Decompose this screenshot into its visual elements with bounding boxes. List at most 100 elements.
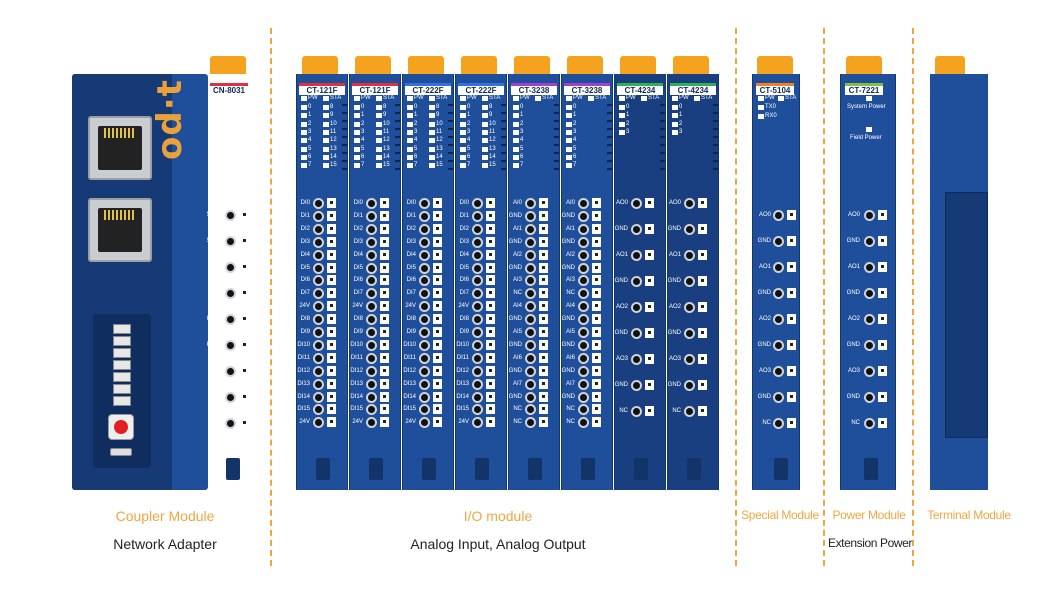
terminal-clip[interactable] [539,391,548,402]
terminal-screw[interactable] [313,198,324,209]
terminal-clip[interactable] [698,250,707,260]
terminal-clip[interactable] [592,262,601,273]
terminal-screw[interactable] [578,378,589,390]
terminal-clip[interactable] [878,340,887,350]
terminal-screw[interactable] [525,198,536,209]
terminal-clip[interactable] [592,236,601,247]
terminal-screw[interactable] [525,378,536,390]
terminal-clip[interactable] [433,391,442,402]
terminal-clip[interactable] [592,301,601,312]
terminal-clip[interactable] [327,391,336,402]
terminal-screw[interactable] [773,314,784,325]
terminal-screw[interactable] [366,198,377,209]
terminal-screw[interactable] [631,224,642,235]
terminal-clip[interactable] [240,418,249,428]
terminal-screw[interactable] [684,354,695,365]
terminal-clip[interactable] [240,210,249,220]
terminal-screw[interactable] [313,223,324,235]
dip-switch[interactable] [113,336,131,346]
terminal-screw[interactable] [578,327,589,338]
terminal-screw[interactable] [684,406,695,417]
terminal-clip[interactable] [327,339,336,350]
terminal-screw[interactable] [631,250,642,261]
terminal-screw[interactable] [578,236,589,248]
terminal-screw[interactable] [313,210,324,222]
terminal-screw[interactable] [313,262,324,274]
terminal-clip[interactable] [878,288,887,298]
dip-switch[interactable] [113,372,131,382]
terminal-screw[interactable] [864,236,875,247]
terminal-clip[interactable] [878,236,887,246]
io-module-bottom-clip[interactable] [475,458,489,480]
terminal-screw[interactable] [313,288,324,300]
terminal-clip[interactable] [327,417,336,428]
terminal-clip[interactable] [486,223,495,234]
terminal-screw[interactable] [366,404,377,416]
terminal-clip[interactable] [380,198,389,208]
terminal-clip[interactable] [240,314,249,324]
terminal-clip[interactable] [787,418,796,428]
terminal-clip[interactable] [698,198,707,208]
terminal-clip[interactable] [433,352,442,363]
terminal-screw[interactable] [225,366,236,377]
terminal-clip[interactable] [327,249,336,260]
terminal-clip[interactable] [486,210,495,221]
terminal-screw[interactable] [366,365,377,377]
terminal-clip[interactable] [592,288,601,299]
terminal-clip[interactable] [592,391,601,402]
terminal-clip[interactable] [380,223,389,234]
terminal-screw[interactable] [525,391,536,403]
terminal-screw[interactable] [578,365,589,377]
terminal-clip[interactable] [327,288,336,299]
terminal-screw[interactable] [225,262,236,273]
terminal-clip[interactable] [592,417,601,428]
terminal-clip[interactable] [433,210,442,221]
terminal-screw[interactable] [366,288,377,300]
special-module-bottom-clip[interactable] [774,458,788,480]
terminal-screw[interactable] [419,417,430,429]
terminal-screw[interactable] [472,417,483,429]
io-module-latch[interactable] [620,56,656,74]
terminal-clip[interactable] [878,366,887,376]
terminal-screw[interactable] [525,223,536,235]
terminal-clip[interactable] [787,288,796,298]
terminal-screw[interactable] [366,223,377,235]
terminal-screw[interactable] [366,339,377,351]
terminal-clip[interactable] [380,339,389,350]
io-module-latch[interactable] [408,56,444,74]
terminal-screw[interactable] [864,314,875,325]
terminal-screw[interactable] [773,340,784,351]
terminal-clip[interactable] [327,198,336,208]
terminal-clip[interactable] [380,365,389,376]
terminal-clip[interactable] [433,339,442,350]
terminal-screw[interactable] [472,198,483,209]
terminal-screw[interactable] [525,314,536,326]
dip-switch[interactable] [113,384,131,394]
terminal-clip[interactable] [380,236,389,247]
terminal-clip[interactable] [787,262,796,272]
terminal-clip[interactable] [327,301,336,312]
terminal-screw[interactable] [225,418,236,429]
terminal-clip[interactable] [486,249,495,260]
terminal-clip[interactable] [787,340,796,350]
terminal-screw[interactable] [578,301,589,313]
terminal-screw[interactable] [864,340,875,351]
terminal-screw[interactable] [366,327,377,338]
terminal-screw[interactable] [578,262,589,274]
terminal-screw[interactable] [419,378,430,390]
terminal-clip[interactable] [380,288,389,299]
terminal-screw[interactable] [525,339,536,351]
terminal-screw[interactable] [684,250,695,261]
terminal-screw[interactable] [225,236,236,247]
terminal-clip[interactable] [380,404,389,415]
dip-switch[interactable] [113,348,131,358]
terminal-screw[interactable] [864,366,875,377]
terminal-clip[interactable] [787,236,796,246]
terminal-screw[interactable] [313,378,324,390]
terminal-clip[interactable] [240,236,249,246]
terminal-screw[interactable] [684,276,695,287]
terminal-clip[interactable] [539,365,548,376]
terminal-screw[interactable] [313,404,324,416]
terminal-screw[interactable] [525,301,536,313]
terminal-clip[interactable] [327,378,336,389]
